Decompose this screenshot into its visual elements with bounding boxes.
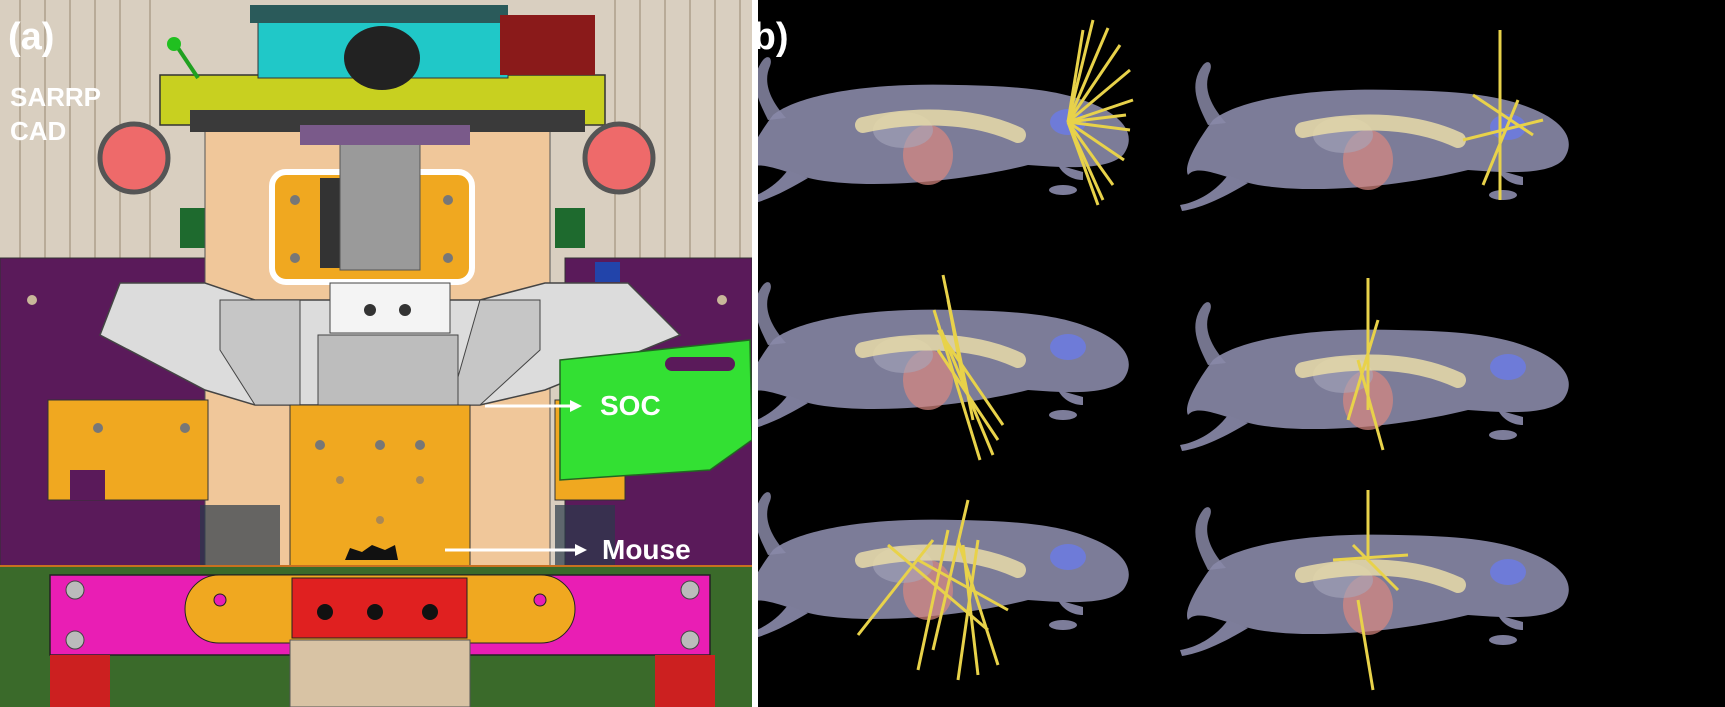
beam-bundle-r1-left [1066, 19, 1134, 206]
beam-bundle-r2-left [932, 274, 1005, 461]
sarrp-cad-drawing [0, 0, 752, 707]
panel-a-letter: (a) [8, 16, 55, 58]
panel-b-beam-renders: (b) [758, 0, 1725, 707]
panel-a-title-line1: SARRP [10, 82, 102, 112]
panel-a-cad-render: (a) SARRP CAD SOC Mouse [0, 0, 752, 707]
beam-bundle-r3-left [856, 499, 1009, 681]
beam-bundle-r1-right [1462, 30, 1544, 200]
beam-bundle-r3-right [1332, 490, 1409, 691]
panel-b-letter: (b) [758, 16, 789, 58]
panel-a-title-line2: CAD [10, 116, 67, 146]
mouse-callout-label: Mouse [602, 534, 691, 565]
beam-bundle-r2-right [1346, 278, 1385, 451]
beam-render-grid [758, 19, 1725, 691]
soc-callout-label: SOC [600, 390, 661, 421]
